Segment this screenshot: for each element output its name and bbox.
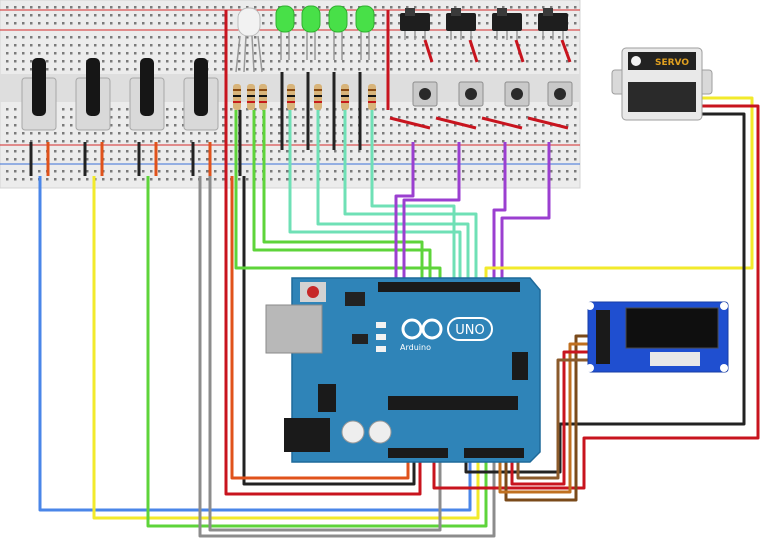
wire-oled-brown-1: [504, 334, 600, 502]
resistor-4: [287, 84, 295, 110]
potentiometer-4: [183, 58, 219, 131]
wire-gnd-gray: [208, 176, 442, 532]
slide-switch-1: [400, 8, 430, 40]
potentiometer-3: [129, 58, 165, 131]
wire-pot3-green: [146, 176, 488, 528]
resistor-7: [368, 84, 376, 110]
arduino-model-text: UNO: [455, 323, 484, 338]
breadboard-jumpers: [224, 10, 572, 176]
wire-servo-black: [464, 112, 746, 474]
wire-btn-purple-4: [500, 142, 551, 282]
oled-display: [586, 301, 729, 373]
push-button-4: [547, 81, 573, 107]
wire-servo-red: [432, 104, 760, 490]
wire-gnd-black: [242, 176, 416, 486]
arduino-uno: Arduino UNO: [265, 277, 541, 463]
resistor-5: [314, 84, 322, 110]
push-button-1: [412, 81, 438, 107]
resistor-2: [247, 84, 255, 110]
wire-5v-red: [224, 60, 422, 496]
wires: [38, 60, 760, 538]
potentiometer-2: [75, 58, 111, 131]
wire-oled-orange: [498, 342, 600, 494]
wire-rgb-green-2: [252, 110, 432, 282]
wire-btn-purple-3: [492, 142, 507, 282]
wire-pot1-blue: [38, 176, 472, 512]
wire-rgb-green-3: [262, 110, 424, 282]
rgb-led: [235, 7, 263, 73]
wire-pot4-gray: [198, 176, 496, 538]
wire-orange-vin: [230, 176, 410, 480]
wire-rgb-green-1: [234, 110, 442, 282]
servo-label: SERVO: [655, 58, 689, 68]
wire-led-teal-1: [288, 110, 462, 282]
resistors: [233, 84, 376, 110]
wire-btn-purple-2: [402, 142, 461, 282]
arduino-logo: Arduino: [400, 318, 443, 352]
resistor-3: [259, 84, 267, 110]
wire-servo-yellow: [484, 96, 754, 282]
wire-oled-brown-2: [516, 358, 600, 480]
wire-led-teal-3: [343, 110, 478, 282]
wire-btn-purple-1: [394, 142, 415, 282]
slide-switch-3: [492, 8, 522, 40]
potentiometer-1: [21, 58, 57, 131]
wire-led-teal-2: [316, 110, 470, 282]
slide-switch-2: [446, 8, 476, 40]
slide-switch-4: [538, 8, 568, 40]
wire-led-teal-4: [370, 110, 456, 282]
push-button-2: [458, 81, 484, 107]
wire-oled-red: [510, 350, 600, 486]
servo-motor: SERVO: [611, 47, 713, 121]
led-4: [355, 5, 375, 60]
arduino-brand-text: Arduino: [400, 343, 431, 352]
led-1: [275, 5, 295, 60]
led-2: [301, 5, 321, 60]
uno-badge: UNO: [447, 317, 493, 341]
push-button-3: [504, 81, 530, 107]
led-3: [328, 5, 348, 60]
resistor-6: [341, 84, 349, 110]
resistor-1: [233, 84, 241, 110]
potentiometer-leads: [29, 142, 212, 176]
